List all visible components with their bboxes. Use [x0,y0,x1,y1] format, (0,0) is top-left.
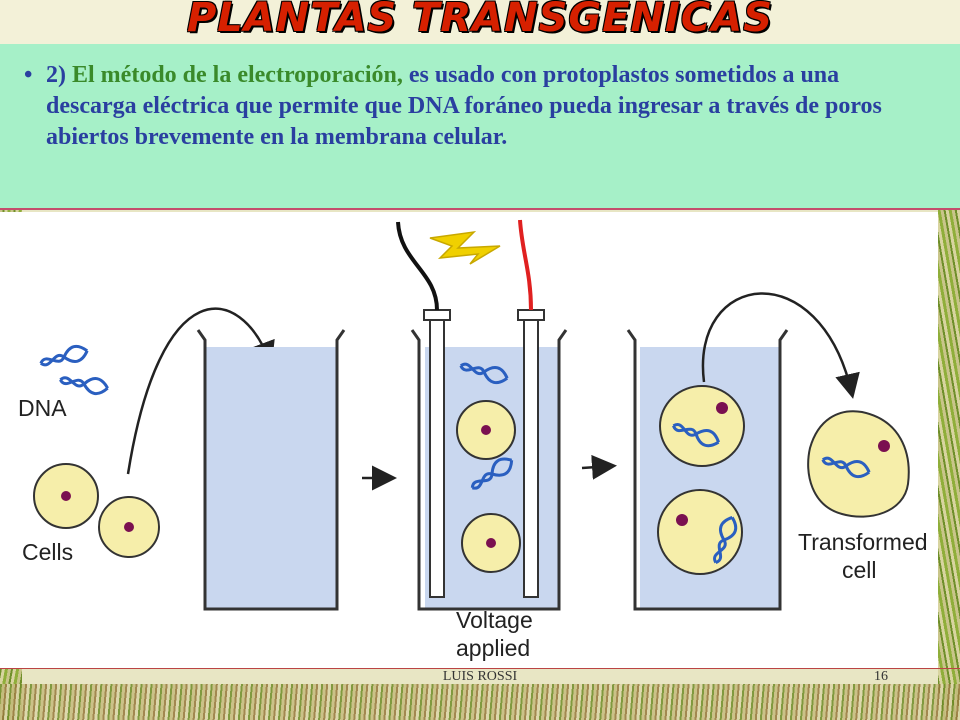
transformed-cell-in-beaker-1 [659,385,745,467]
bullet-paragraph: 2) El método de la electroporación, es u… [46,60,926,153]
wire-red [518,219,533,311]
slide-title: PLANTAS TRANSGENICAS [186,0,774,41]
dna-label: DNA [18,395,67,421]
diagram-svg: DNA Cells [18,219,928,661]
arrow-into-beaker [126,307,275,475]
transformed-label-line1: Transformed [798,529,928,555]
beaker-1 [196,329,346,611]
wire-black [396,221,439,311]
voltage-label-line1: Voltage [456,607,533,633]
bullet-method: El método de la electroporación, [72,62,403,88]
grass-border-bottom [0,684,960,720]
bullet-dot: • [24,62,33,88]
cell-left-2 [98,496,160,558]
footer-divider [0,668,960,669]
bullet-number: 2) [46,62,66,88]
cell-left-1 [33,463,99,529]
title-bar: PLANTAS TRANSGENICAS [0,0,960,44]
beaker-2-voltage [396,219,568,611]
voltage-label-line2: applied [456,635,530,661]
lightning-bolt-icon [429,230,501,265]
transformed-cell [807,410,910,518]
bullet-text: es usado con protoplastos sometidos a un… [46,62,882,150]
dna-strands-left [37,342,111,398]
footer-author: LUIS ROSSI [442,669,518,684]
footer-page-number: 16 [874,669,888,684]
cells-label: Cells [22,539,73,565]
electroporation-diagram: DNA Cells [0,212,938,668]
arrow-out-of-beaker [701,292,860,399]
transformed-label-line2: cell [842,557,877,583]
bullet-box: • 2) El método de la electroporación, es… [0,44,960,210]
arrow-to-result [581,454,617,480]
transformed-cell-in-beaker-2 [657,489,743,575]
beaker-3 [626,329,789,611]
